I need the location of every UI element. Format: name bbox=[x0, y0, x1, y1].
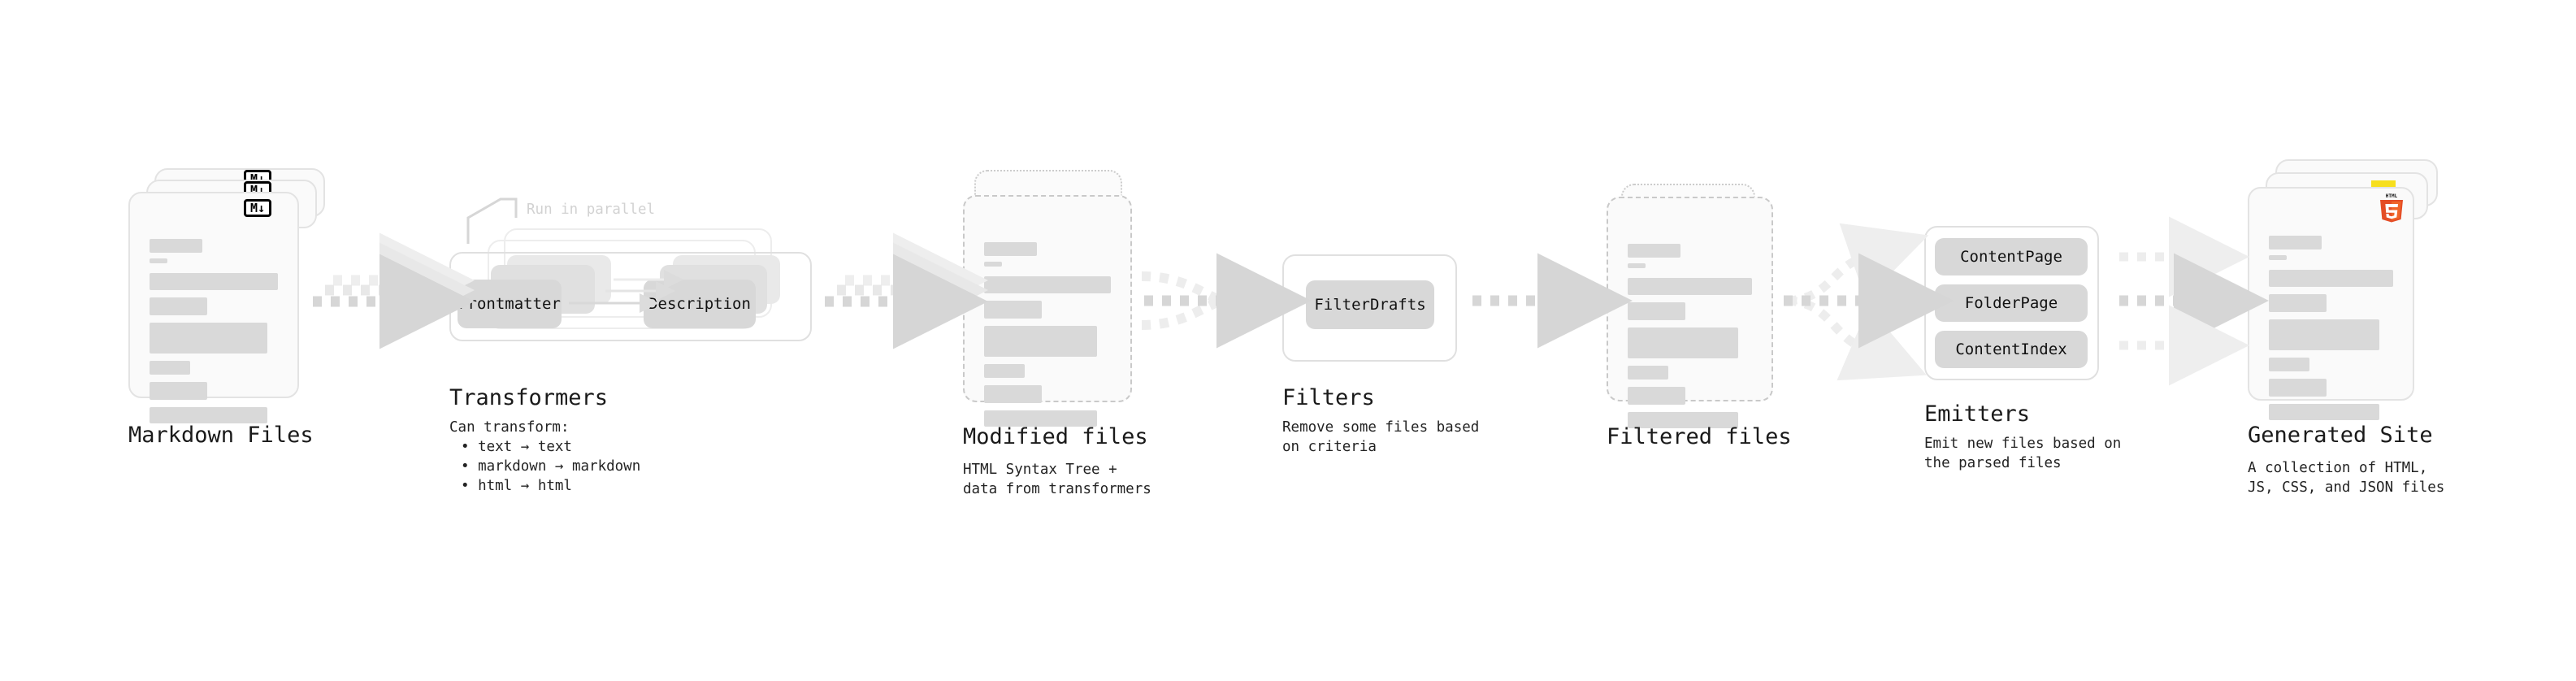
generated-site-desc: A collection of HTML, JS, CSS, and JSON … bbox=[2248, 460, 2445, 496]
markdown-card-skeleton bbox=[150, 239, 278, 423]
skeleton-line bbox=[2269, 404, 2380, 420]
skeleton-line bbox=[984, 262, 1002, 267]
skeleton-line bbox=[2269, 379, 2327, 397]
transformers-bullet: • markdown → markdown bbox=[461, 458, 641, 475]
skeleton-line bbox=[1628, 366, 1668, 380]
site-card-skeleton bbox=[2269, 236, 2393, 420]
skeleton-line bbox=[150, 273, 278, 290]
skeleton-line bbox=[150, 382, 207, 400]
arrow-markdown-to-transformers bbox=[313, 232, 475, 349]
html5-icon: HTML bbox=[2380, 193, 2403, 223]
emitter-chip-contentindex[interactable]: ContentIndex bbox=[1935, 331, 2088, 368]
transformers-title: Transformers bbox=[449, 385, 609, 410]
skeleton-line bbox=[984, 276, 1111, 293]
arrow-modified-to-filters bbox=[1141, 253, 1312, 349]
skeleton-line bbox=[1628, 387, 1685, 405]
filters-desc: Remove some files based on criteria bbox=[1282, 419, 1480, 455]
skeleton-line bbox=[2269, 294, 2327, 312]
modified-card-skeleton bbox=[984, 242, 1111, 427]
skeleton-line bbox=[1628, 327, 1739, 358]
skeleton-line bbox=[1628, 412, 1739, 428]
filter-chip-filterdrafts[interactable]: FilterDrafts bbox=[1306, 280, 1434, 329]
skeleton-line bbox=[2269, 319, 2380, 350]
svg-text:HTML: HTML bbox=[2386, 193, 2398, 199]
skeleton-line bbox=[2269, 236, 2322, 249]
emitter-chip-folderpage[interactable]: FolderPage bbox=[1935, 284, 2088, 322]
transformers-desc: Can transform: bbox=[449, 419, 570, 436]
skeleton-line bbox=[1628, 302, 1685, 320]
markdown-icon: M↓ bbox=[244, 199, 271, 217]
skeleton-line bbox=[984, 301, 1042, 319]
skeleton-line bbox=[1628, 278, 1752, 295]
generated-site-title: Generated Site bbox=[2248, 423, 2433, 448]
markdown-file-card bbox=[128, 192, 299, 423]
filtered-card-skeleton bbox=[1628, 244, 1752, 428]
skeleton-line bbox=[2269, 270, 2393, 287]
skeleton-line bbox=[150, 361, 190, 375]
filtered-files-card bbox=[1607, 197, 1773, 428]
emitters-title: Emitters bbox=[1924, 401, 2031, 427]
arrow-transformers-to-modified bbox=[825, 232, 988, 349]
modified-files-title: Modified files bbox=[963, 424, 1148, 449]
skeleton-line bbox=[984, 410, 1097, 427]
modified-files-desc: HTML Syntax Tree + data from transformer… bbox=[963, 462, 1151, 497]
filters-title: Filters bbox=[1282, 385, 1375, 410]
skeleton-line bbox=[984, 385, 1042, 403]
modified-files-card bbox=[963, 195, 1132, 427]
skeleton-line bbox=[2269, 255, 2287, 260]
skeleton-line bbox=[150, 407, 268, 423]
skeleton-line bbox=[2269, 358, 2309, 371]
emitter-chip-contentpage[interactable]: ContentPage bbox=[1935, 238, 2088, 275]
skeleton-line bbox=[150, 297, 207, 315]
filtered-files-title: Filtered files bbox=[1607, 424, 1792, 449]
emitters-desc: Emit new files based on the parsed files bbox=[1924, 436, 2122, 471]
skeleton-line bbox=[1628, 244, 1680, 258]
transformers-bullet: • html → html bbox=[461, 478, 572, 494]
transformer-chip-frontmatter[interactable]: Frontmatter bbox=[458, 280, 562, 328]
skeleton-line bbox=[150, 239, 202, 253]
skeleton-line bbox=[150, 323, 268, 354]
arrow-emitters-to-site bbox=[2119, 216, 2269, 386]
transformers-bullet-list: • text → text • markdown → markdown • ht… bbox=[449, 437, 640, 496]
transformer-chip-description[interactable]: Description bbox=[644, 280, 756, 328]
markdown-files-title: Markdown Files bbox=[128, 423, 314, 448]
skeleton-line bbox=[1628, 263, 1646, 268]
skeleton-line bbox=[984, 326, 1097, 357]
arrow-filtered-to-emitters bbox=[1784, 223, 1954, 381]
transformers-bullet: • text → text bbox=[461, 439, 572, 455]
skeleton-line bbox=[150, 258, 167, 263]
run-in-parallel-annotation: Run in parallel bbox=[527, 202, 656, 218]
skeleton-line bbox=[984, 242, 1037, 256]
skeleton-line bbox=[984, 364, 1025, 378]
